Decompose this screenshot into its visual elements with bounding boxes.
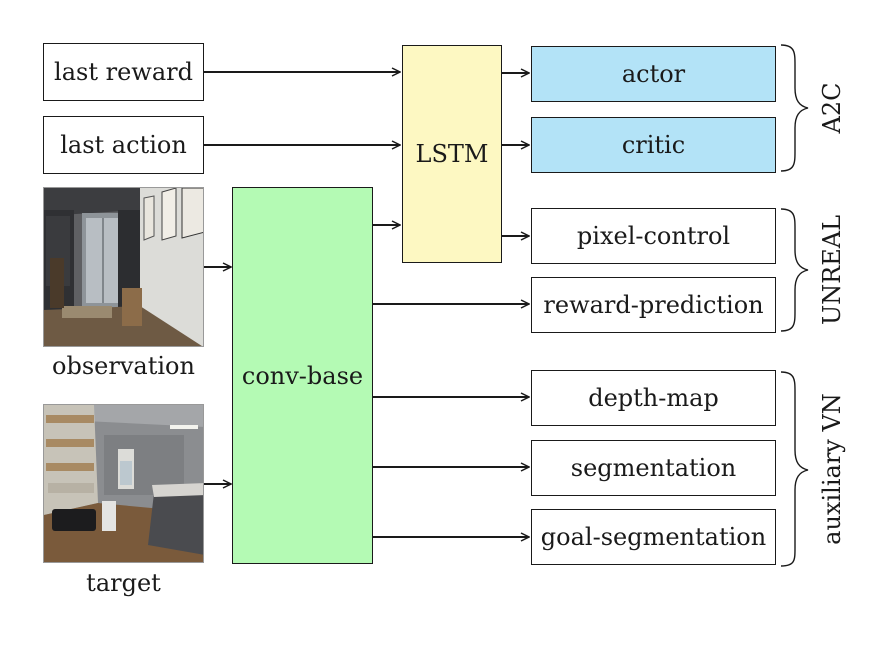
last-reward-box: last reward	[43, 43, 204, 101]
brace-unreal	[780, 208, 809, 332]
lstm-label: LSTM	[415, 140, 489, 168]
actor-box: actor	[531, 46, 776, 102]
critic-box: critic	[531, 117, 776, 173]
segmentation-label: segmentation	[570, 454, 737, 482]
lstm-block: LSTM	[402, 45, 502, 263]
reward-prediction-label: reward-prediction	[543, 291, 764, 319]
observation-image	[43, 187, 204, 347]
observation-label: observation	[52, 352, 195, 380]
goal-segmentation-label: goal-segmentation	[540, 523, 767, 551]
last-action-box: last action	[43, 116, 204, 174]
group-label-a2c: A2C	[818, 82, 846, 134]
pixel-control-box: pixel-control	[531, 208, 776, 264]
pixel-control-label: pixel-control	[576, 222, 731, 250]
conv-base-label: conv-base	[241, 361, 364, 390]
critic-label: critic	[621, 131, 686, 159]
depth-map-label: depth-map	[588, 384, 719, 412]
reward-prediction-box: reward-prediction	[531, 277, 776, 333]
brace-a2c	[780, 44, 809, 172]
last-reward-label: last reward	[54, 58, 193, 86]
actor-label: actor	[621, 60, 686, 88]
target-label: target	[86, 569, 161, 597]
target-image	[43, 404, 204, 563]
brace-auxiliary-vn	[780, 371, 809, 567]
segmentation-box: segmentation	[531, 440, 776, 496]
group-label-auxiliary-vn: auxiliary VN	[818, 393, 846, 545]
group-label-unreal: UNREAL	[818, 214, 846, 326]
depth-map-box: depth-map	[531, 370, 776, 426]
goal-segmentation-box: goal-segmentation	[531, 509, 776, 565]
conv-base-block: conv-base	[232, 187, 373, 564]
last-action-label: last action	[60, 131, 187, 159]
